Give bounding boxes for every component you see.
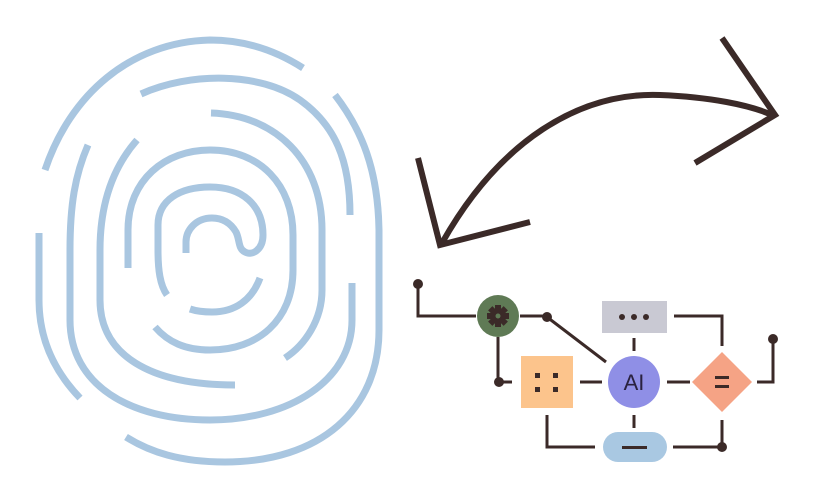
fingerprint-ridge [124,146,297,354]
fingerprint-ridge [66,143,356,424]
fingerprint-ridge [188,276,264,316]
connector-dot [413,279,423,289]
fingerprint-ridge [154,183,267,298]
connector-dot [768,334,778,344]
fingerprint-ridge [124,92,383,466]
ellipsis-icon [619,314,649,320]
connector-dot [494,377,504,387]
fingerprint-ridge [96,137,236,389]
ai-label: AI [624,370,645,395]
connector-dot [717,442,727,452]
connector-lines [413,279,778,452]
grid-dots-icon [535,373,558,392]
double-arrow-icon [415,36,780,249]
connector-dot [542,312,552,322]
fingerprint-ridge [139,74,354,216]
fingerprint-ridge [35,233,83,401]
minus-icon [622,446,647,449]
equals-node [692,352,752,412]
equals-icon [715,376,729,388]
arrow-head-right [693,36,780,166]
fingerprint-ridge [210,109,326,361]
arrow-head-left [415,157,531,249]
ellipsis-node [602,301,667,333]
gear-icon [487,305,509,327]
ai-node: AI [608,356,660,408]
minus-node [603,432,667,462]
gear-node [477,295,519,337]
grid-dots-node [521,356,573,408]
arrow-curve [439,91,774,245]
fingerprint-icon [35,36,383,466]
fingerprint-ridge [41,36,305,172]
